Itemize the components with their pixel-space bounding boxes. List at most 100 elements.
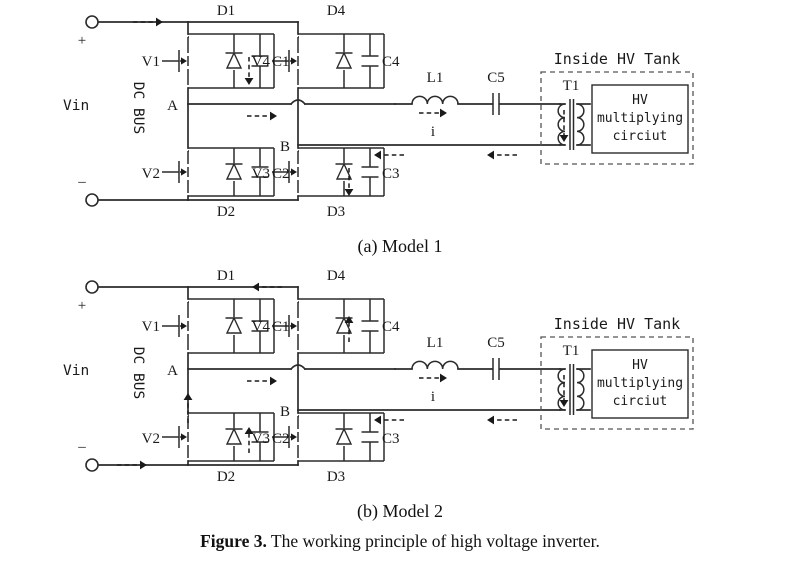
arrow-head: [559, 400, 569, 407]
figure-caption-text: The working principle of high voltage in…: [266, 531, 600, 551]
inductor-winding: [411, 360, 459, 370]
arrow-head: [140, 460, 147, 470]
mosfet-module-v1: [162, 298, 275, 354]
hv-multiplier-line-2: multiplying: [597, 376, 683, 391]
hv-multiplier-line-3: circiut: [613, 129, 668, 144]
label-v3: V3: [252, 166, 270, 182]
label-c2: C2: [272, 166, 290, 182]
label-polarity-plus: +: [78, 33, 86, 49]
mosfet-body-arrow: [291, 322, 297, 330]
hv-multiplier-line-1: HV: [632, 358, 648, 373]
arrow-head: [374, 150, 381, 160]
label-current-i: i: [431, 124, 435, 140]
transformer-primary-coil: [557, 368, 566, 411]
diode-triangle: [225, 162, 243, 180]
arrow-head: [183, 393, 193, 400]
flow-arrow-node-a-arrow: [247, 376, 277, 386]
label-d2: D2: [217, 469, 235, 485]
label-d4: D4: [327, 3, 346, 19]
label-vin: Vin: [63, 363, 89, 379]
flow-arrow-a-branch-up-arrow: [183, 393, 193, 423]
label-node-a: A: [167, 98, 178, 114]
diode-triangle: [335, 316, 353, 334]
flow-arrow-node-a-arrow: [247, 111, 277, 121]
label-node-a: A: [167, 363, 178, 379]
hv-tank-boundary: [540, 71, 694, 165]
label-v2: V2: [142, 166, 160, 182]
hv-multiplier-line-2: multiplying: [597, 111, 683, 126]
diode-triangle: [225, 316, 243, 334]
label-c3: C3: [382, 431, 400, 447]
flow-arrow-inductor-current-arrow: [419, 108, 447, 118]
flow-arrow-return-arrow-near-tank: [487, 150, 517, 160]
label-node-b: B: [280, 404, 290, 420]
label-c1: C1: [272, 54, 290, 70]
label-v3: V3: [252, 431, 270, 447]
diode-triangle: [335, 427, 353, 445]
label-node-b: B: [280, 139, 290, 155]
mosfet-body-arrow: [291, 168, 297, 176]
inductor-l1: [411, 360, 459, 370]
hv-multiplier-line-3: circiut: [613, 394, 668, 409]
hv-multiplier-line-1: HV: [632, 93, 648, 108]
label-c2: C2: [272, 431, 290, 447]
mosfet-module-v3: [272, 412, 385, 462]
mosfet-body-arrow: [181, 322, 187, 330]
transformer-primary-coil: [557, 103, 566, 146]
label-polarity-minus: –: [77, 439, 86, 455]
label-polarity-minus: –: [77, 174, 86, 190]
flow-arrow-return-arrow-near-tank: [487, 415, 517, 425]
label-c4: C4: [382, 319, 400, 335]
wire-hop-over-leg-b: [289, 99, 307, 106]
flow-arrow-c2-arrow: [244, 427, 254, 453]
label-d1: D1: [217, 268, 235, 284]
hv-tank-boundary: [540, 336, 694, 430]
flow-arrow-top-rail-arrow: [252, 282, 282, 292]
label-l1: L1: [427, 335, 444, 351]
label-c1: C1: [272, 319, 290, 335]
label-d3: D3: [327, 469, 345, 485]
mosfet-module-v3: [272, 147, 385, 197]
figure-caption: Figure 3. The working principle of high …: [0, 531, 800, 552]
hv-tank-title: Inside HV Tank: [554, 50, 680, 68]
arrow-head: [344, 189, 354, 196]
label-current-i: i: [431, 389, 435, 405]
arrow-head: [252, 282, 259, 292]
mosfet-body-arrow: [181, 168, 187, 176]
label-v4: V4: [252, 54, 271, 70]
label-d4: D4: [327, 268, 346, 284]
transformer-label-t1: T1: [563, 343, 580, 359]
hv-tank-title: Inside HV Tank: [554, 315, 680, 333]
inductor-l1: [411, 95, 459, 105]
label-polarity-plus: +: [78, 298, 86, 314]
inductor-winding: [411, 95, 459, 105]
label-l1: L1: [427, 70, 444, 86]
terminal-negative: [85, 193, 99, 207]
diode-triangle: [335, 51, 353, 69]
flow-arrow-c4-arrow: [344, 316, 354, 342]
hv-multiplier-box: [591, 84, 689, 154]
arrow-head: [270, 376, 277, 386]
label-d1: D1: [217, 3, 235, 19]
transformer-label-t1: T1: [563, 78, 580, 94]
flow-arrow-return-arrow-mid: [374, 415, 404, 425]
label-c4: C4: [382, 54, 400, 70]
terminal-positive: [85, 280, 99, 294]
subcaption-model-2: (b) Model 2: [357, 501, 443, 521]
subcaption-model-1: (a) Model 1: [357, 236, 443, 256]
arrow-head: [244, 427, 254, 434]
transformer-secondary-coil: [576, 368, 585, 411]
flow-arrow-c1-arrow: [244, 57, 254, 85]
arrow-head: [244, 78, 254, 85]
label-v1: V1: [142, 54, 160, 70]
terminal-negative: [85, 458, 99, 472]
label-v1: V1: [142, 319, 160, 335]
flow-arrow-t1-primary-arrow: [559, 110, 569, 142]
capacitor-c5: [492, 93, 500, 115]
transformer-secondary-coil: [576, 103, 585, 146]
label-c3: C3: [382, 166, 400, 182]
transformer-t1: [557, 99, 591, 150]
